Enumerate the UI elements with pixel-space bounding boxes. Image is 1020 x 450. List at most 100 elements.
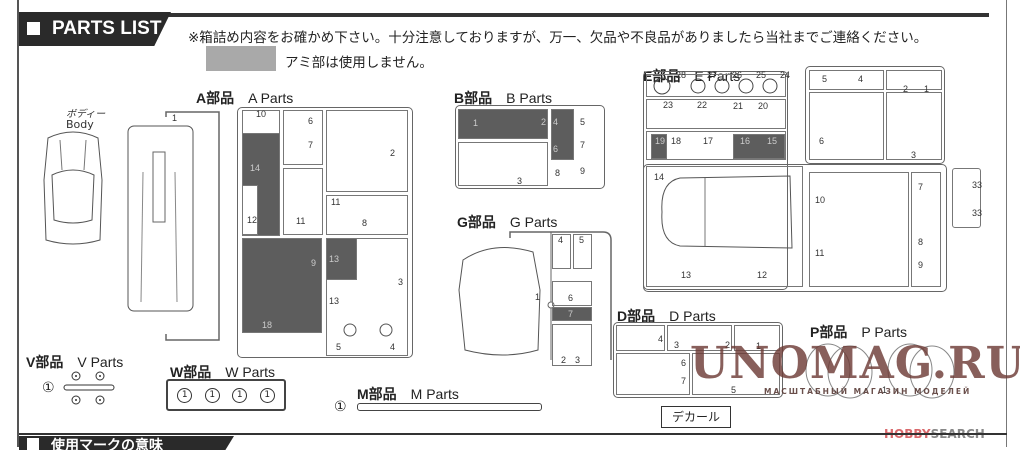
notice-text: ※箱詰め内容をお確かめ下さい。十分注意しておりますが、万一、欠品や不良品がありま…	[188, 30, 928, 46]
e-wheel-discs-drawing	[653, 77, 778, 95]
g-cell-5	[573, 234, 592, 269]
a-mesh-block-13	[326, 238, 357, 280]
watermark-text: UNOMAG.RU	[690, 338, 1020, 389]
part-number: 25	[756, 70, 767, 80]
square-bullet-icon	[27, 22, 40, 35]
part-number: 14	[250, 163, 261, 173]
part-number: 1	[204, 387, 220, 403]
part-number: 7	[681, 376, 687, 386]
part-number: 6	[819, 136, 825, 146]
part-number: 15	[767, 136, 778, 146]
e-floor-pan-drawing	[661, 175, 793, 249]
part-number: 8	[362, 218, 368, 228]
part-number: 7	[308, 140, 314, 150]
part-number: 20	[758, 101, 769, 111]
m-rod-part	[357, 403, 542, 411]
g-cell-4	[552, 234, 571, 269]
part-number: 21	[733, 101, 744, 111]
part-number: 5	[336, 342, 342, 352]
part-number: 4	[858, 74, 864, 84]
part-number: 9	[580, 166, 586, 176]
part-number: 17	[703, 136, 714, 146]
part-number: 3	[575, 355, 581, 365]
d-cell-4	[616, 325, 665, 351]
body-label-jp: ボディー	[66, 109, 106, 120]
part-number: 7	[918, 182, 924, 192]
b-cell-3	[458, 142, 548, 186]
e-cell-3	[886, 92, 942, 160]
part-number: 24	[780, 70, 791, 80]
sprue-w: 1 1 1 1	[166, 379, 286, 411]
body-shell-drawing	[43, 131, 103, 245]
a-wheel-hubs-drawing	[343, 323, 393, 337]
d-cell-1	[734, 325, 780, 351]
parts-list-title: PARTS LIST	[52, 18, 162, 39]
part-number: 26	[732, 70, 743, 80]
part-number: 4	[553, 117, 559, 127]
part-number: 2	[725, 340, 731, 350]
e-cell-2-1	[886, 70, 942, 90]
part-number: 13	[681, 270, 692, 280]
a-cell-11	[283, 168, 323, 235]
part-number: 12	[247, 215, 258, 225]
part-number: 9	[311, 258, 317, 268]
part-number: 27	[707, 70, 718, 80]
mesh-note: アミ部は使用しません。	[285, 55, 433, 71]
part-number: 13	[329, 296, 340, 306]
part-number: 6	[308, 116, 314, 126]
watermark-subtext: МАСШТАБНЫЙ МАГАЗИН МОДЕЛЕЙ	[764, 387, 972, 396]
part-number: 1	[172, 113, 178, 123]
part-number: 1	[232, 387, 248, 403]
part-number: 5	[579, 235, 585, 245]
d-cell-6-7	[616, 353, 690, 395]
part-number: 18	[671, 136, 682, 146]
sprue-e-bottom	[643, 164, 947, 292]
b-mesh-block-1-2	[458, 109, 548, 139]
b-mesh-block-4-6	[551, 109, 574, 160]
part-number: 5	[731, 385, 737, 395]
a-cell-11-8	[326, 195, 408, 235]
part-number: 4	[658, 334, 664, 344]
part-number: 2	[561, 355, 567, 365]
e-mesh-block-19	[651, 134, 667, 159]
part-number: 14	[654, 172, 665, 182]
e-cell-23-20	[646, 99, 786, 129]
e-mesh-block-16-15	[733, 134, 785, 159]
part-number: 3	[674, 340, 680, 350]
part-number: 13	[329, 254, 340, 264]
part-number: 3	[517, 176, 523, 186]
a-mesh-block-9-18	[242, 238, 322, 333]
sprue-a	[237, 107, 413, 358]
e-cell-wheels	[646, 74, 786, 97]
part-number: 1	[177, 387, 193, 403]
part-number: 4	[390, 342, 396, 352]
part-number: 11	[296, 216, 306, 226]
header-rule	[150, 13, 989, 17]
part-number: 11	[331, 197, 341, 207]
part-number: 2	[390, 148, 396, 158]
g-cell-6	[552, 281, 592, 306]
d-cell-3-2	[667, 325, 732, 351]
part-number: 6	[553, 144, 559, 154]
square-bullet-icon	[27, 438, 39, 450]
e-cell-19-15	[646, 131, 786, 160]
part-number: 18	[262, 320, 273, 330]
part-number: 8	[555, 168, 561, 178]
part-number: 9	[918, 260, 924, 270]
part-number: 3	[398, 277, 404, 287]
a-cell-3	[326, 238, 408, 356]
parts-list-header: PARTS LIST	[19, 12, 171, 46]
a-cell-2	[326, 110, 408, 192]
part-number: 1	[882, 385, 888, 395]
part-number: 7	[580, 140, 586, 150]
part-number: 3	[911, 150, 917, 160]
body-label-en: Body	[66, 118, 94, 131]
